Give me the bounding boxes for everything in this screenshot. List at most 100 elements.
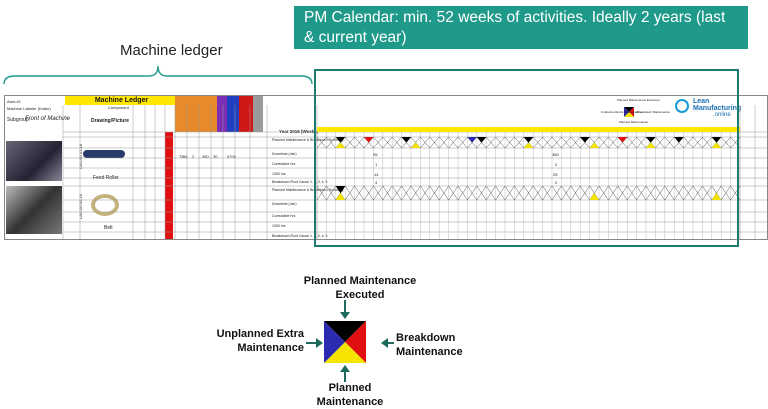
maintenance-mark bbox=[335, 137, 346, 143]
cell-x-mark bbox=[608, 185, 619, 201]
cell-x-mark bbox=[598, 136, 609, 149]
sheet-title: Machine Ledger bbox=[65, 96, 178, 105]
value-hrs: 14 bbox=[374, 172, 379, 177]
cell-x-mark bbox=[636, 185, 647, 201]
row-label-9: 1300 hrs bbox=[272, 224, 286, 228]
maintenance-mark bbox=[411, 142, 421, 148]
side-value-4: 30 bbox=[213, 154, 218, 159]
cell-x-mark bbox=[438, 185, 449, 201]
maintenance-mark bbox=[364, 137, 374, 143]
cell-x-mark bbox=[532, 185, 543, 201]
cell-x-mark bbox=[608, 136, 618, 149]
row-label-4: 1300 hrs bbox=[272, 172, 286, 176]
logo-gear-icon bbox=[675, 99, 689, 113]
cell-x-mark bbox=[391, 185, 402, 201]
row-label-1: Planned Maintenance & Breakdown Summary bbox=[272, 138, 344, 142]
cell-x-mark bbox=[344, 185, 355, 201]
header-purple bbox=[217, 96, 227, 132]
cell-x-mark bbox=[561, 185, 572, 201]
mini-legend-right: Breakdown Maintenance bbox=[637, 110, 671, 114]
cell-x-mark bbox=[448, 136, 459, 149]
pm-calendar-callout: PM Calendar: min. 52 weeks of activities… bbox=[294, 6, 748, 49]
cell-x-mark bbox=[514, 136, 524, 149]
cell-x-mark bbox=[373, 185, 384, 201]
value-cumulative: 1 bbox=[375, 162, 378, 167]
cell-x-mark bbox=[354, 136, 365, 149]
mini-legend-icon bbox=[624, 107, 634, 117]
cell-x-mark bbox=[326, 136, 336, 149]
subgroup-label: Subgroup: bbox=[7, 117, 31, 123]
cell-x-mark bbox=[429, 136, 440, 149]
planned-executed-triangle bbox=[324, 321, 366, 342]
value-hrs-right: 25 bbox=[553, 172, 558, 177]
value-downtime-right: 360 bbox=[552, 152, 559, 157]
maintenance-mark bbox=[646, 142, 656, 148]
feed-roller-drawing bbox=[83, 150, 125, 158]
belt-drawing bbox=[91, 194, 119, 216]
cell-x-mark bbox=[551, 185, 562, 201]
machine-photo-2 bbox=[6, 186, 62, 234]
row-label-8: Cumulative hrs bbox=[272, 214, 296, 218]
value-downtime: 95 bbox=[373, 152, 378, 157]
cell-x-mark bbox=[692, 185, 703, 201]
maintenance-mark bbox=[401, 137, 411, 143]
cell-x-mark bbox=[523, 185, 534, 201]
cell-x-mark bbox=[504, 185, 515, 201]
side-value-1: TBM bbox=[179, 154, 188, 159]
cell-x-mark bbox=[645, 185, 656, 201]
header-blue bbox=[227, 96, 239, 132]
cell-x-mark bbox=[673, 185, 684, 201]
maintenance-spreadsheet: Machine Ledger Area #1 Machine Labeler (… bbox=[4, 95, 768, 240]
cell-x-mark bbox=[551, 136, 562, 149]
header-red bbox=[239, 96, 253, 132]
cell-x-mark bbox=[486, 136, 496, 149]
cell-x-mark bbox=[636, 136, 647, 149]
cell-x-mark bbox=[664, 185, 675, 201]
cell-x-mark bbox=[683, 136, 694, 149]
maintenance-mark bbox=[711, 137, 722, 143]
arrow-right-icon bbox=[381, 338, 394, 348]
row-label-2: Downtime (min) bbox=[272, 152, 297, 156]
cell-x-mark bbox=[570, 185, 581, 201]
cell-x-mark bbox=[439, 136, 449, 149]
header-orange bbox=[175, 96, 217, 132]
cell-x-mark bbox=[683, 185, 694, 201]
cell-x-mark bbox=[702, 136, 712, 149]
legend-diagram bbox=[306, 300, 394, 382]
arrow-bottom-icon bbox=[340, 365, 350, 382]
logo-line1: Lean bbox=[693, 98, 710, 105]
cell-x-mark bbox=[420, 185, 431, 201]
maintenance-mark bbox=[617, 137, 628, 143]
cell-x-mark bbox=[504, 136, 515, 149]
maintenance-mark bbox=[711, 142, 722, 148]
header-grey bbox=[253, 96, 263, 132]
maintenance-mark bbox=[711, 193, 722, 200]
maintenance-mark bbox=[646, 137, 656, 143]
maintenance-mark bbox=[335, 193, 346, 200]
logo-line3: .online bbox=[713, 112, 731, 118]
cell-x-mark bbox=[542, 185, 553, 201]
red-column bbox=[165, 132, 173, 239]
cell-x-mark bbox=[533, 136, 543, 149]
cell-x-mark bbox=[382, 136, 393, 149]
area-label: Area #1 bbox=[7, 99, 22, 104]
cell-x-mark bbox=[702, 185, 713, 201]
cell-x-mark bbox=[420, 136, 430, 149]
cell-x-mark bbox=[316, 185, 327, 201]
logo-line2: Manufacturing bbox=[693, 105, 742, 112]
ledger-brace bbox=[3, 65, 313, 85]
cell-x-mark bbox=[448, 185, 459, 201]
cell-x-mark bbox=[598, 185, 609, 201]
cell-x-mark bbox=[542, 136, 553, 149]
maintenance-mark bbox=[589, 142, 599, 148]
cell-x-mark bbox=[392, 136, 402, 149]
cell-x-mark bbox=[627, 136, 637, 149]
cell-x-mark bbox=[401, 185, 412, 201]
cell-x-mark bbox=[485, 185, 496, 201]
legend-left-label: Unplanned Extra Maintenance bbox=[216, 328, 304, 354]
cell-x-mark bbox=[721, 136, 731, 149]
maintenance-mark bbox=[335, 186, 346, 193]
cell-x-mark bbox=[617, 185, 628, 201]
cell-x-mark bbox=[410, 185, 421, 201]
pm-calendar-frame bbox=[314, 69, 739, 247]
